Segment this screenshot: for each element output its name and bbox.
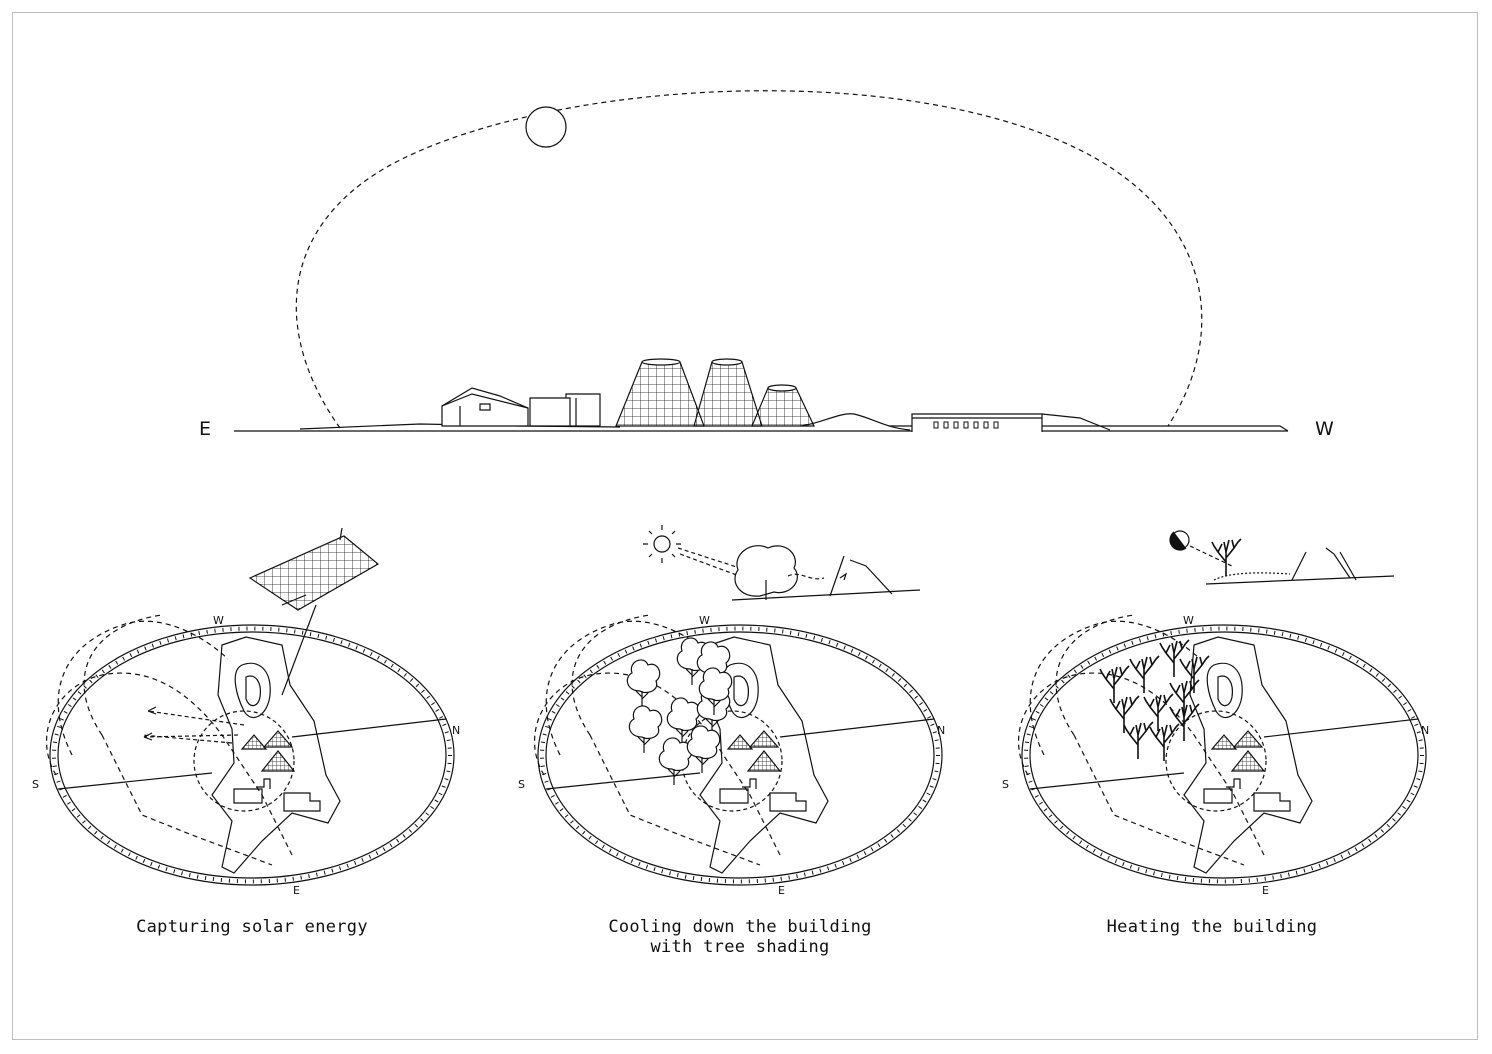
cone-3 bbox=[751, 387, 815, 427]
caption-cooling-line2: with tree shading bbox=[650, 937, 830, 957]
solar-panel-icon bbox=[248, 527, 380, 611]
compass-n: N bbox=[937, 724, 946, 737]
section-east-label: E bbox=[199, 418, 212, 440]
cone-2 bbox=[693, 361, 763, 427]
heating-sketch bbox=[1169, 530, 1395, 585]
house-building bbox=[441, 387, 529, 427]
sun-icon bbox=[653, 535, 671, 553]
caption-cooling: Cooling down the building with tree shad… bbox=[560, 917, 920, 957]
cone-1 bbox=[615, 361, 705, 427]
sun-path-arc bbox=[295, 90, 1203, 429]
compass-n: N bbox=[452, 724, 461, 737]
ground-line bbox=[234, 425, 1289, 432]
section-elevation bbox=[234, 90, 1289, 432]
compass-w: W bbox=[699, 614, 710, 627]
panel-solar-energy bbox=[44, 594, 456, 887]
long-building bbox=[911, 413, 1043, 432]
section-west-label: W bbox=[1315, 418, 1334, 440]
compass-s: S bbox=[518, 778, 525, 791]
caption-solar: Capturing solar energy bbox=[136, 917, 368, 937]
page-frame bbox=[12, 12, 1478, 1040]
panel-heating bbox=[1016, 613, 1428, 887]
compass-s: S bbox=[1002, 778, 1009, 791]
solar-ray bbox=[141, 710, 245, 744]
compass-w: W bbox=[213, 614, 224, 627]
barn-building bbox=[529, 393, 601, 427]
panel-tree-shading bbox=[532, 613, 944, 887]
caption-heating: Heating the building bbox=[1106, 917, 1318, 937]
tree-shading-sketch bbox=[643, 525, 921, 601]
compass-w: W bbox=[1183, 614, 1194, 627]
sun-icon bbox=[525, 106, 567, 148]
compass-e: E bbox=[778, 884, 785, 897]
compass-s: S bbox=[32, 778, 39, 791]
compass-e: E bbox=[1262, 884, 1269, 897]
compass-e: E bbox=[293, 884, 300, 897]
compass-n: N bbox=[1421, 724, 1430, 737]
caption-cooling-line1: Cooling down the building bbox=[608, 917, 872, 937]
